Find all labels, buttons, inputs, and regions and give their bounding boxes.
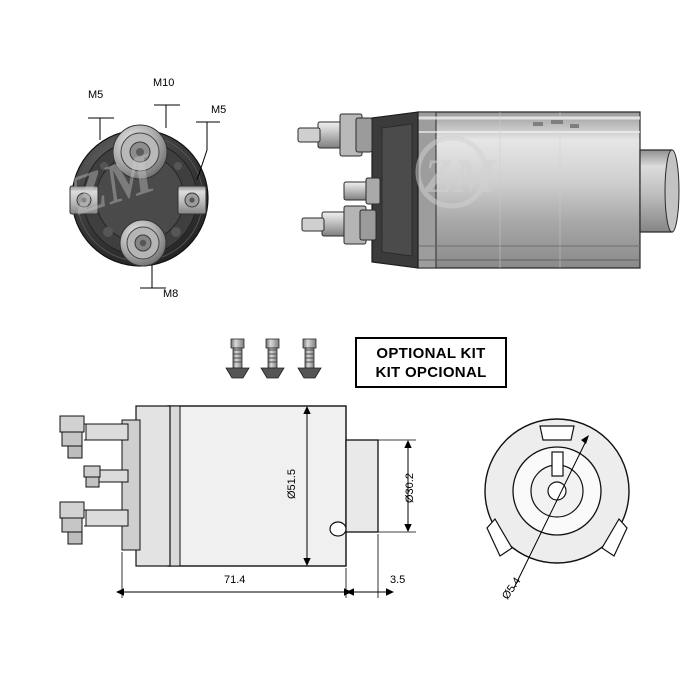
dimlabel-nose-diameter: Ø30.2 [404, 473, 416, 503]
front-cap-view [69, 104, 220, 289]
dim-plunger-bore [513, 435, 589, 589]
dim-nose-diameter [378, 439, 416, 533]
label-m10-top: M10 [153, 77, 175, 89]
optional-kit-line2: KIT OPCIONAL [375, 363, 487, 381]
dim-nose-length [346, 534, 394, 598]
label-m8-bottom: M8 [163, 288, 179, 300]
isometric-solenoid-view [297, 111, 680, 269]
terminal-stud-mid [343, 177, 381, 205]
dim-body-diameter [303, 406, 311, 566]
optional-kit-box: OPTIONAL KIT KIT OPCIONAL [355, 337, 507, 388]
side-section-view [59, 405, 416, 598]
svg-text:ZM: ZM [423, 150, 498, 203]
label-m5-right: M5 [211, 104, 227, 116]
terminal-stud-top [297, 113, 373, 157]
dimlabel-body-diameter: Ø51.5 [286, 469, 298, 499]
optional-kit-line1: OPTIONAL KIT [376, 344, 486, 362]
label-m5-left: M5 [88, 89, 104, 101]
dimlabel-body-length: 71.4 [224, 574, 246, 586]
watermark-right: ZM [415, 135, 498, 209]
end-view [484, 418, 630, 589]
terminal-stud-bottom [301, 205, 377, 245]
optional-kit-screws [225, 338, 322, 379]
dimlabel-nose-length: 3.5 [390, 574, 406, 586]
